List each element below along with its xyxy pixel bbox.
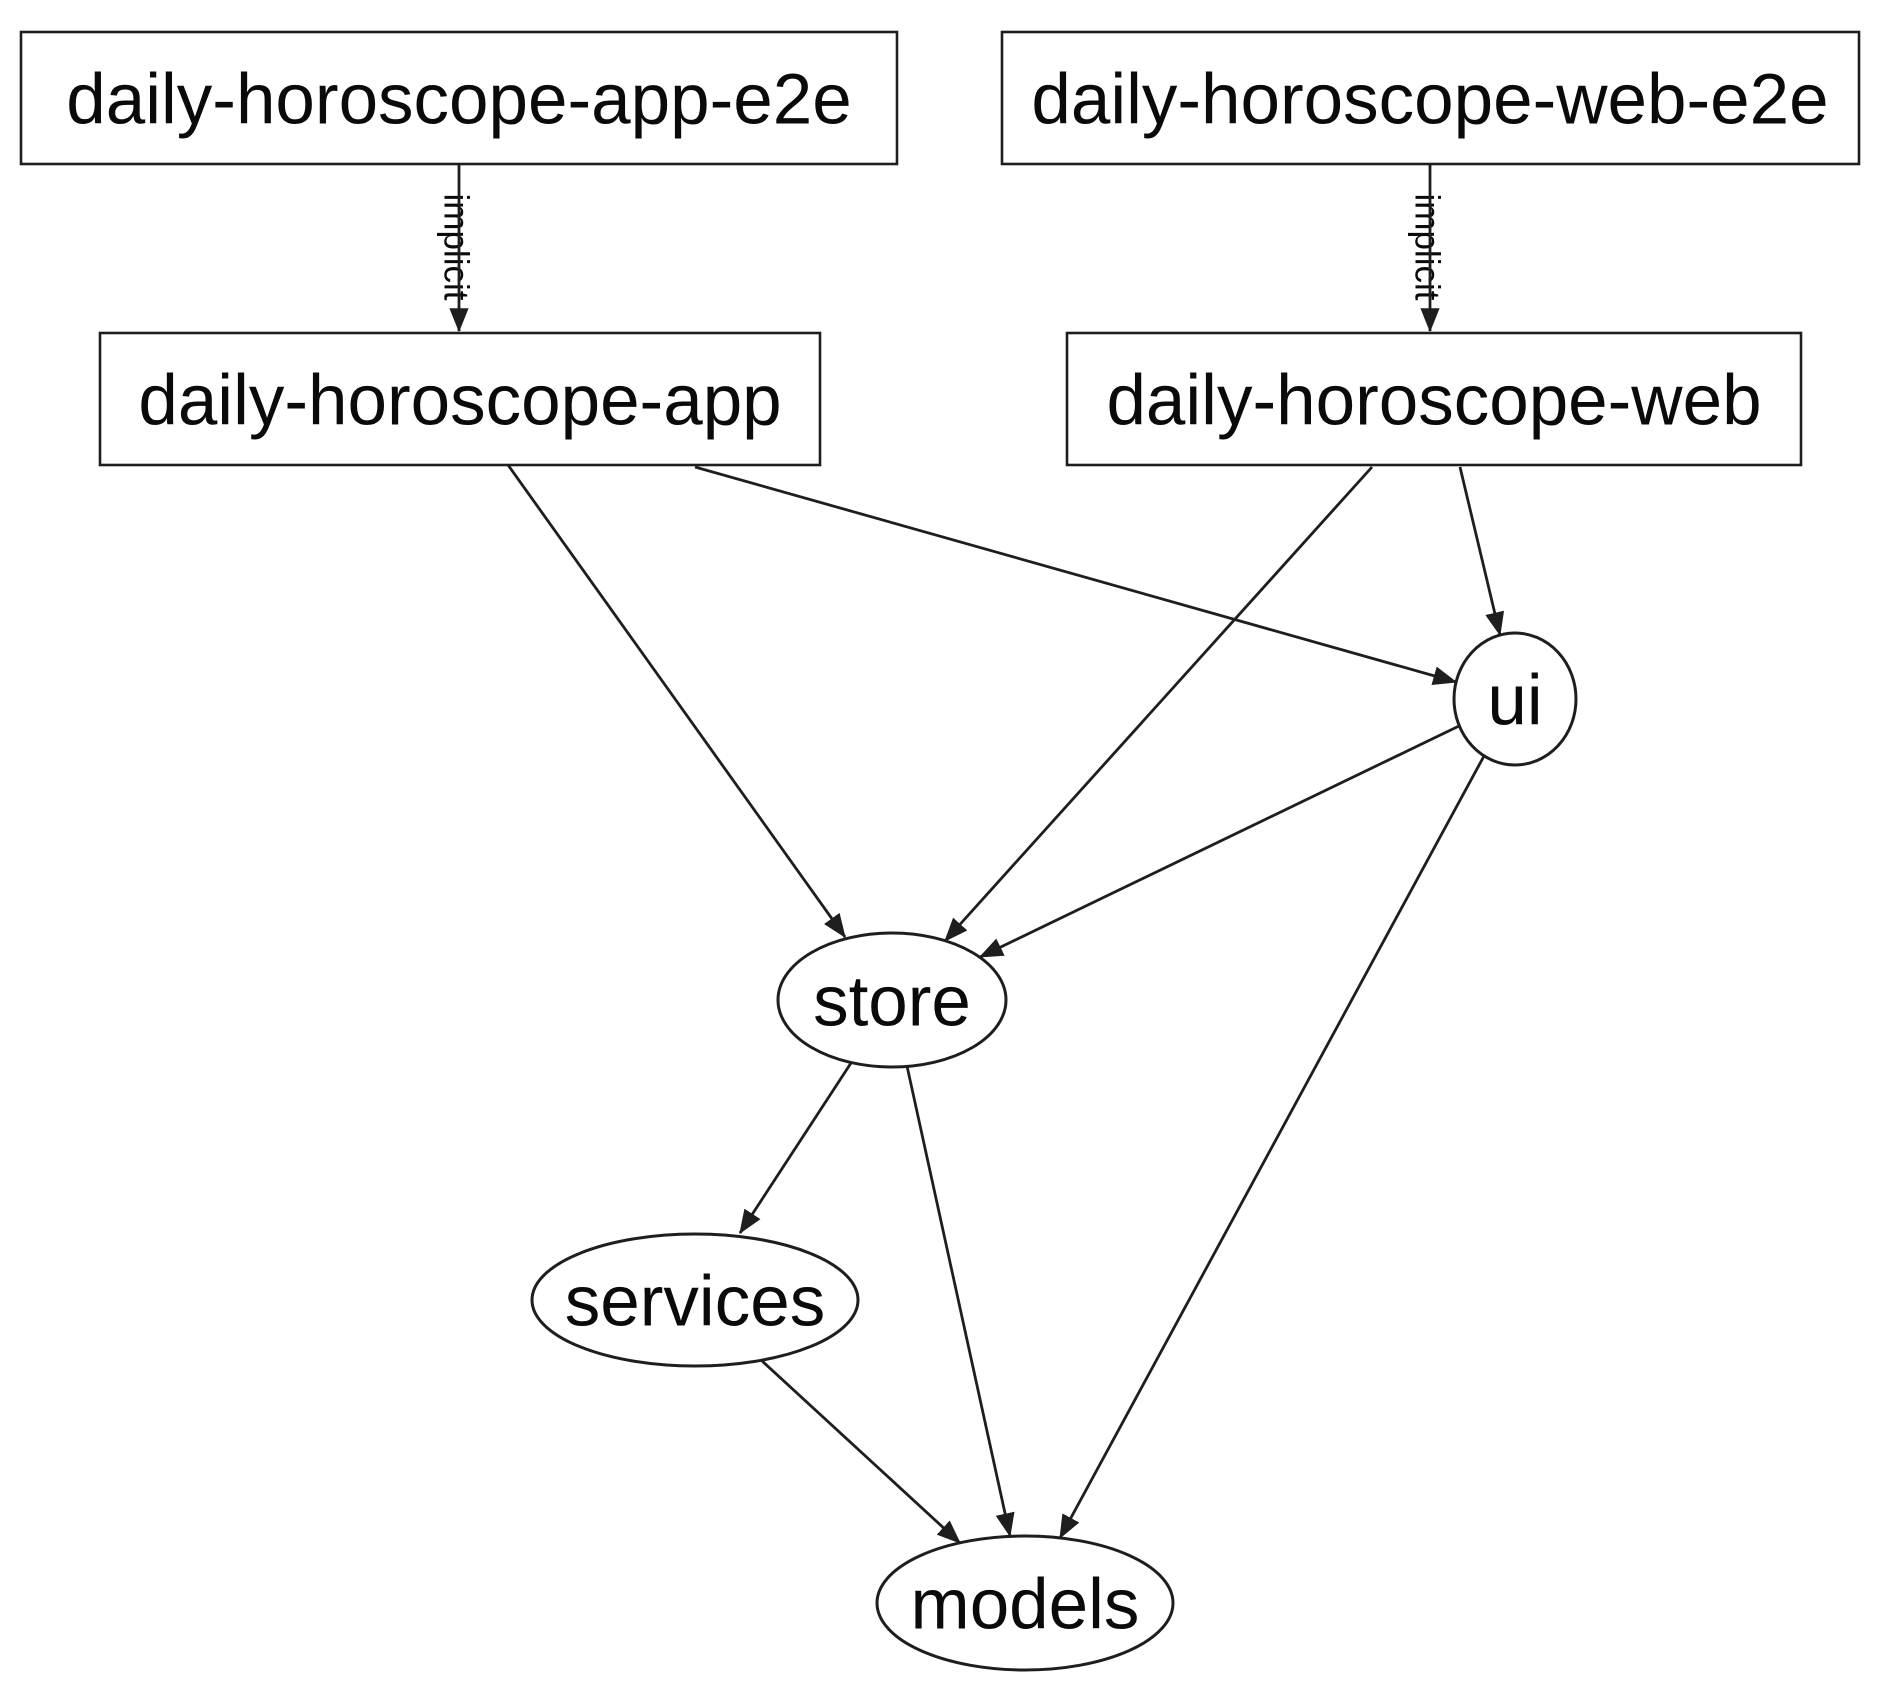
- node-label-services: services: [565, 1263, 825, 1342]
- edge-store-to-services: [738, 1062, 853, 1235]
- node-ui: ui: [1452, 631, 1578, 767]
- node-daily-horoscope-app-e2e: daily-horoscope-app-e2e: [19, 30, 899, 166]
- edge-ui-to-store: [978, 724, 1460, 959]
- node-label-store: store: [813, 963, 971, 1042]
- edge-label-implicit: implicit: [437, 194, 476, 301]
- node-daily-horoscope-app: daily-horoscope-app: [98, 331, 822, 467]
- node-shape-store: [776, 931, 1008, 1069]
- node-services: services: [530, 1232, 860, 1368]
- node-label-ui: ui: [1487, 662, 1542, 741]
- edge-web-e2e-to-web: implicit: [1408, 164, 1447, 333]
- node-box-daily-horoscope-web-e2e: [1000, 30, 1861, 166]
- edge-web-to-ui: [1458, 466, 1505, 637]
- node-shape-models: [875, 1534, 1175, 1672]
- node-label-daily-horoscope-web-e2e: daily-horoscope-web-e2e: [1031, 61, 1828, 140]
- edge-ui-to-models: [1058, 755, 1486, 1540]
- node-shape-services: [530, 1232, 860, 1368]
- node-label-models: models: [911, 1566, 1140, 1645]
- edge-label-implicit: implicit: [1408, 194, 1447, 301]
- node-daily-horoscope-web-e2e: daily-horoscope-web-e2e: [1000, 30, 1861, 166]
- node-label-daily-horoscope-app-e2e: daily-horoscope-app-e2e: [66, 61, 851, 140]
- edge-store-to-models: [905, 1065, 1015, 1538]
- edge-services-to-models: [760, 1358, 961, 1545]
- node-box-daily-horoscope-app: [98, 331, 822, 467]
- node-store: store: [776, 931, 1008, 1069]
- edge-app-to-ui: [694, 465, 1458, 686]
- node-shape-ui: [1452, 631, 1578, 767]
- node-daily-horoscope-web: daily-horoscope-web: [1065, 331, 1803, 467]
- edge-app-to-store: [506, 464, 847, 938]
- node-models: models: [875, 1534, 1175, 1672]
- node-label-daily-horoscope-app: daily-horoscope-app: [138, 362, 781, 441]
- node-box-daily-horoscope-app-e2e: [19, 30, 899, 166]
- node-label-daily-horoscope-web: daily-horoscope-web: [1106, 362, 1761, 441]
- node-box-daily-horoscope-web: [1065, 331, 1803, 467]
- edge-app-e2e-to-app: implicit: [437, 164, 476, 333]
- edge-web-to-store: [943, 466, 1374, 942]
